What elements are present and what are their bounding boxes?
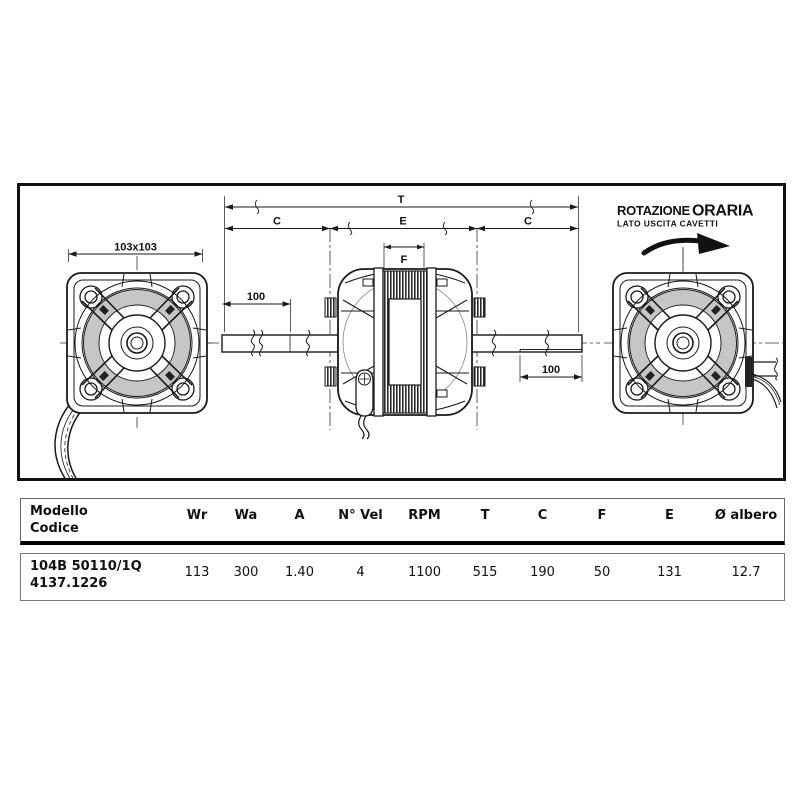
col-header-f: F xyxy=(597,508,607,523)
dim-label-F: F xyxy=(401,254,408,266)
spec-table-row: 104B 50110/1Q 4137.1226 113 300 1.40 4 1… xyxy=(20,553,785,601)
col-header-wr: Wr xyxy=(186,508,208,523)
cell-wr: 113 xyxy=(184,565,210,580)
cell-t: 515 xyxy=(472,565,498,580)
motor-cable-gland xyxy=(355,369,374,440)
shaft xyxy=(221,329,583,357)
code-number: 4137.1226 xyxy=(30,576,108,591)
motor-body-view xyxy=(324,267,486,440)
witness-lines xyxy=(68,196,583,382)
dimension-lines xyxy=(68,199,582,378)
technical-drawing: 103x103 T C E C F 100 100 ROTAZIONE ORAR… xyxy=(17,183,786,481)
right-cable-exit xyxy=(745,357,782,409)
spec-table-header: Modello Codice Wr Wa A N° Vel RPM T C F … xyxy=(20,498,785,545)
dim-label-100-right: 100 xyxy=(542,364,560,376)
cell-albero: 12.7 xyxy=(731,565,761,580)
dim-label-C-left: C xyxy=(273,216,281,228)
header-modello: Modello xyxy=(30,504,88,519)
col-header-nvel: N° Vel xyxy=(338,508,383,523)
cell-rpm: 1100 xyxy=(407,565,442,580)
dim-label-T: T xyxy=(398,194,405,206)
col-header-wa: Wa xyxy=(234,508,258,523)
dimension-arrows xyxy=(68,204,582,380)
rotation-label-word2: ORARIA xyxy=(692,203,754,220)
dim-label-C-right: C xyxy=(524,216,532,228)
dim-label-E: E xyxy=(399,216,406,228)
rotation-sub-label: LATO USCITA CAVETTI xyxy=(617,219,718,229)
spec-table: Modello Codice Wr Wa A N° Vel RPM T C F … xyxy=(20,498,785,601)
cell-e: 131 xyxy=(657,565,682,580)
table-gap xyxy=(20,545,785,553)
header-codice: Codice xyxy=(30,521,79,536)
col-header-a: A xyxy=(294,508,305,523)
cell-nvel: 4 xyxy=(356,565,365,580)
col-header-t: T xyxy=(480,508,490,523)
dim-label-flange: 103x103 xyxy=(114,242,157,254)
cell-model-code: 104B 50110/1Q 4137.1226 xyxy=(21,554,173,600)
right-flange-view xyxy=(613,273,753,413)
header-model-code: Modello Codice xyxy=(21,499,173,541)
rotation-annotation: ROTAZIONE ORARIA LATO USCITA CAVETTI xyxy=(617,203,754,272)
col-header-e: E xyxy=(665,508,674,523)
col-header-c: C xyxy=(537,508,548,523)
cell-a: 1.40 xyxy=(285,565,314,580)
rotation-label-word1: ROTAZIONE xyxy=(617,203,691,218)
model-number: 104B 50110/1Q xyxy=(30,559,142,574)
col-header-rpm: RPM xyxy=(408,508,441,523)
left-flange-view xyxy=(67,273,207,413)
cell-f: 50 xyxy=(593,565,611,580)
dim-label-100-left: 100 xyxy=(247,291,265,303)
clockwise-arrow-icon xyxy=(641,233,730,272)
cell-wa: 300 xyxy=(233,565,259,580)
cell-c: 190 xyxy=(530,565,555,580)
shaft-grommets xyxy=(324,297,486,387)
col-header-albero: Ø albero xyxy=(714,508,778,523)
